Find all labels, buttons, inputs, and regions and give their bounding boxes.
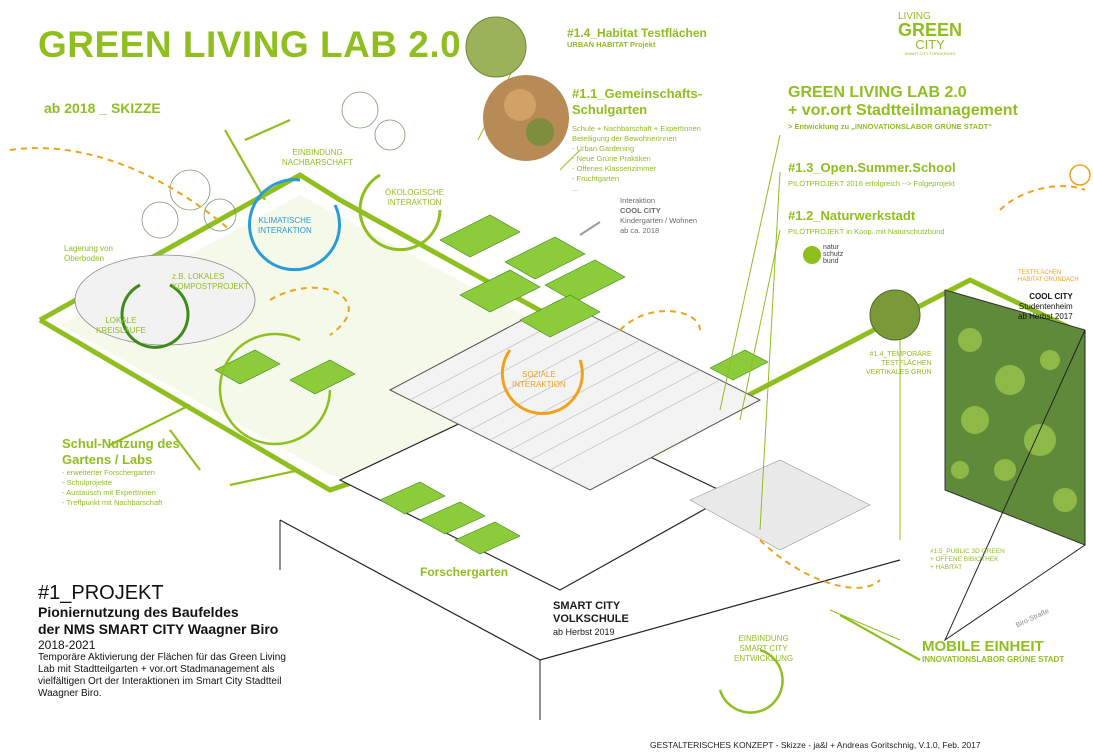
summer-school-label: #1.3_Open.Summer.School PILOTPROJEKT 201… bbox=[788, 160, 956, 188]
forschergarten-label: Forschergarten bbox=[420, 565, 509, 579]
vertikal-label: #1.4_TEMPORÄRE TESTFLÄCHEN VERTIKALES GR… bbox=[866, 351, 932, 376]
schul-nutzung-label: Schul-Nutzung des Gartens / Labs - erwei… bbox=[62, 436, 180, 507]
kreislaeufe-circle bbox=[120, 283, 190, 349]
forscher-circle bbox=[218, 332, 332, 446]
soziale-circle bbox=[500, 349, 584, 416]
smartcity-circle bbox=[718, 648, 784, 714]
page-title: GREEN LIVING LAB 2.0 bbox=[38, 24, 462, 65]
cool-city-label: COOL CITY Studentenheim ab Herbst 2017 bbox=[1018, 292, 1073, 321]
projekt-description: #1_PROJEKT Pioniernutzung des Baufeldes … bbox=[38, 582, 398, 700]
no-entry-sign bbox=[1069, 164, 1091, 186]
oekologische-circle bbox=[358, 173, 442, 252]
dashed-paths bbox=[9, 147, 1086, 589]
kreislaeufe-label: LOKALE KREISLÄUFE bbox=[96, 316, 146, 335]
plaza bbox=[689, 459, 871, 551]
public-green-label: #1.5_PUBLIC 3D GREEN + OFFENE BIBIOTHEK … bbox=[930, 548, 1005, 571]
naturwerkstadt-label: #1.2_Naturwerkstadt PILOTPROJEKT in Koop… bbox=[788, 208, 945, 236]
klimatische-circle bbox=[248, 178, 341, 272]
interaktion-cool-city-label: Interaktion COOL CITY Kindergarten / Woh… bbox=[620, 196, 697, 235]
habitat-label: #1.4_Habitat Testflächen URBAN HABITAT P… bbox=[567, 26, 707, 49]
living-green-city-logo: LIVING GREEN CITY SMART CITY FÖRDERUNG bbox=[897, 11, 962, 57]
oekologische-interaktion-label: ÖKOLOGISCHE INTERAKTION bbox=[385, 188, 445, 207]
lagerung-label: Lagerung von Oberboden bbox=[64, 244, 113, 263]
gemeinschaft-label: #1.1_Gemeinschafts- Schulgarten Schule +… bbox=[572, 86, 703, 193]
soziale-interaktion-label: SOZIALE INTERAKTION bbox=[512, 370, 566, 389]
projekt-number: #1_PROJEKT bbox=[38, 582, 164, 604]
footer-credit: GESTALTERISCHES KONZEPT - Skizze - ja&l … bbox=[650, 740, 981, 750]
grey-arrow bbox=[579, 221, 601, 236]
naturschutzbund-logo: natur schutz bund bbox=[823, 244, 844, 265]
projekt-title-1: Pioniernutzung des Baufeldes bbox=[38, 604, 239, 620]
trees bbox=[121, 91, 406, 299]
naturschutz-logo-mark bbox=[803, 246, 821, 264]
vertikal-photo bbox=[870, 290, 920, 340]
page-subtitle: ab 2018 _ SKIZZE bbox=[44, 100, 161, 116]
projekt-title-2: der NMS SMART CITY Waagner Biro bbox=[38, 621, 279, 637]
projekt-years: 2018-2021 bbox=[38, 638, 96, 652]
habitat-photo bbox=[466, 17, 526, 77]
mobile-einheit-label: MOBILE EINHEIT INNOVATIONSLABOR GRÜNE ST… bbox=[922, 638, 1065, 664]
klimatische-interaktion-label: KLIMATISCHE INTERAKTION bbox=[258, 216, 312, 235]
interaction-arrows bbox=[109, 118, 921, 661]
testflaechen-label: TESTFLÄCHEN HABITAT GRÜNDACH bbox=[1018, 270, 1079, 283]
lab-label: GREEN LIVING LAB 2.0 + vor.ort Stadtteil… bbox=[788, 84, 1018, 131]
einbindung-smart-city-label: EINBINDUNG SMART CITY ENTWICKLUNG bbox=[734, 634, 794, 663]
kompost-label: z.B. LOKALES KOMPOSTPROJEKT bbox=[172, 272, 249, 291]
volkschule-label: SMART CITY VOLKSCHULE ab Herbst 2019 bbox=[553, 600, 629, 637]
einbindung-nachbarschaft-label: EINBINDUNG NACHBARSCHAFT bbox=[282, 148, 354, 167]
